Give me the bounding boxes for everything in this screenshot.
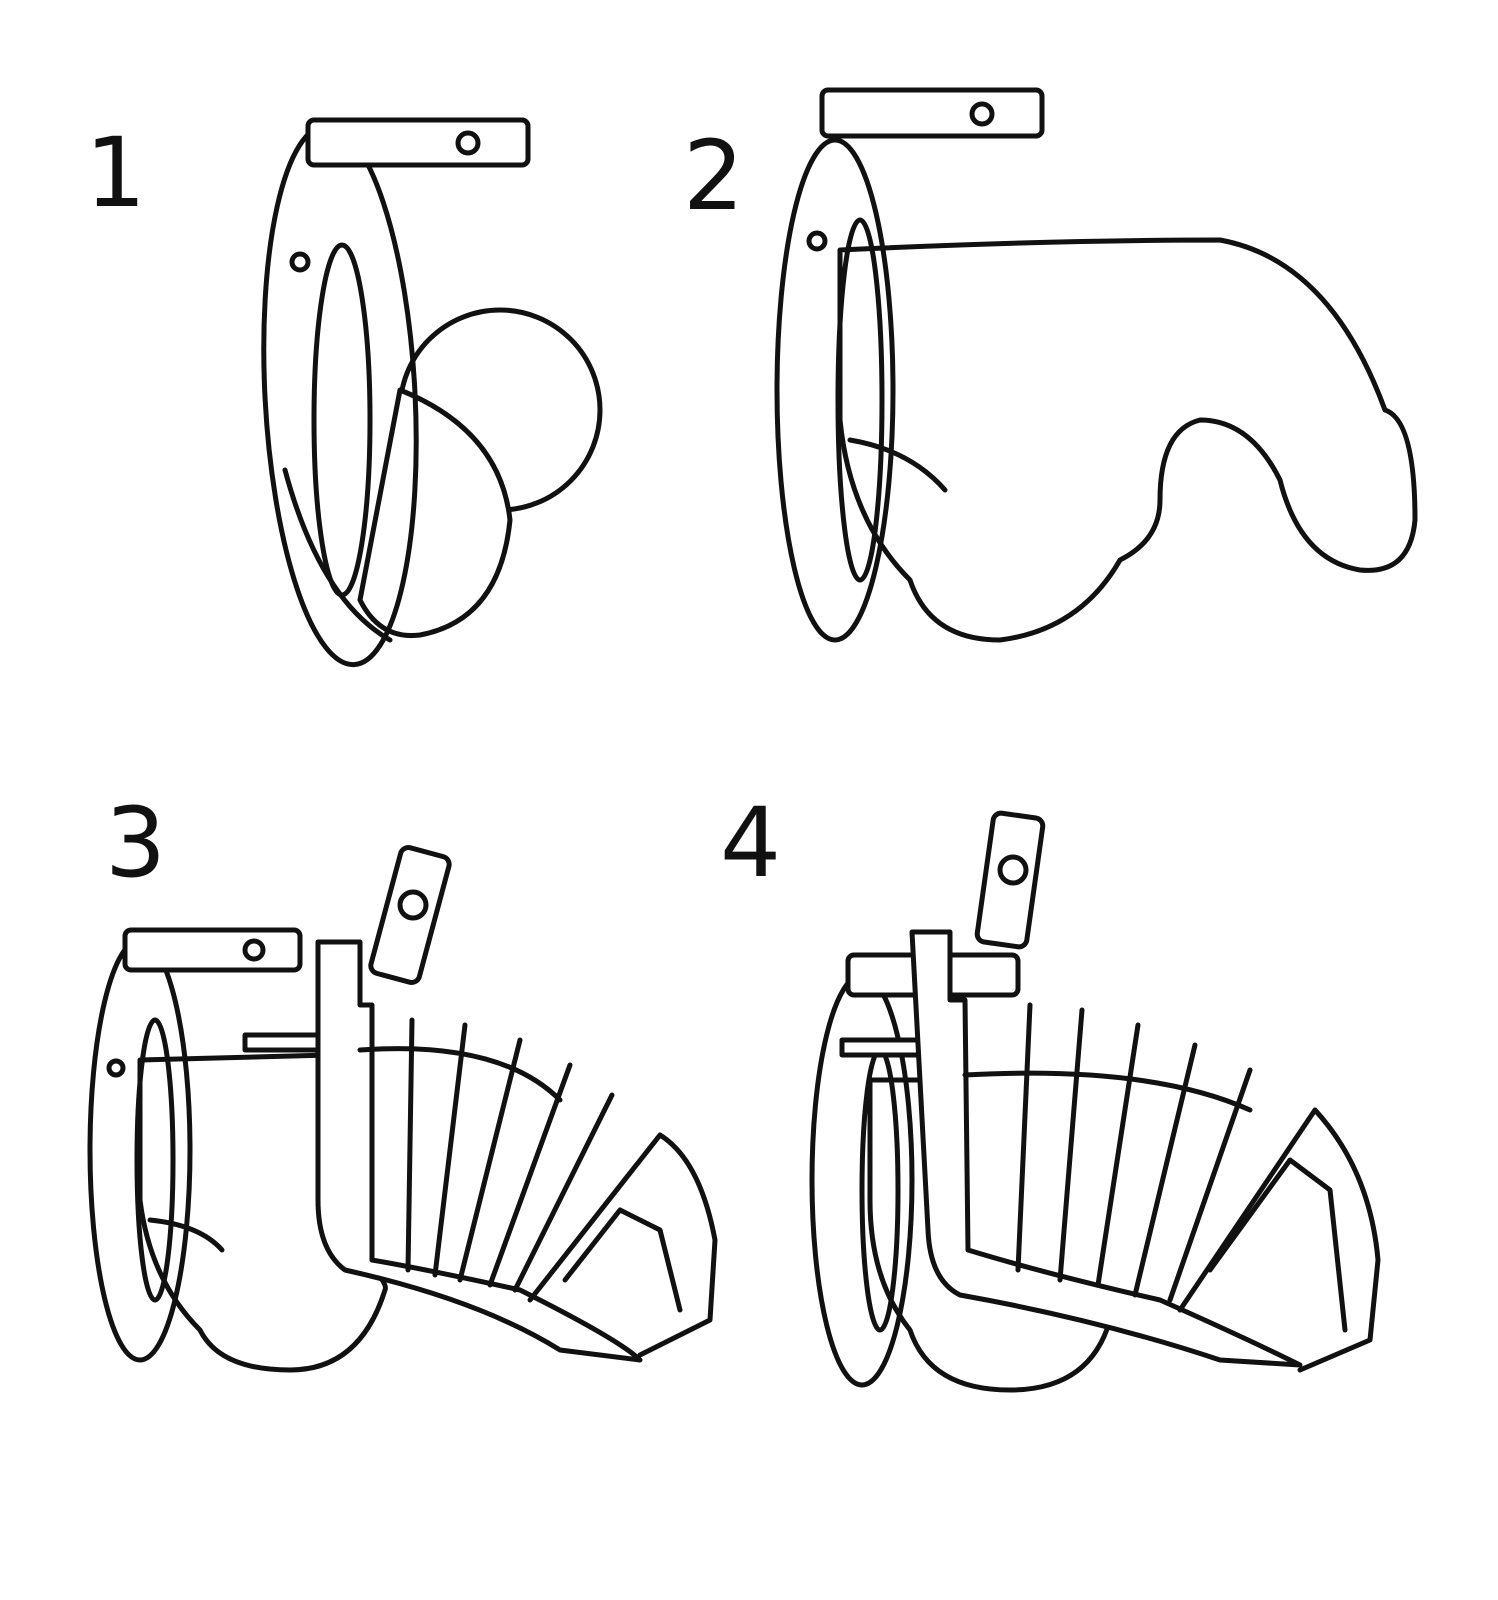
cage-bar — [1015, 1002, 1033, 1273]
step-1-ring-edge — [282, 467, 393, 643]
step-4-cage-top-curve — [962, 1070, 1253, 1113]
step-4-padlock — [974, 810, 1046, 950]
step-2-ring-hole — [806, 230, 828, 252]
cage-bar — [457, 1037, 523, 1283]
step-number-2: 2 — [683, 120, 745, 232]
step-1-illustration — [261, 117, 603, 668]
cage-bar — [405, 1017, 415, 1273]
step-3-padlock — [368, 845, 452, 985]
step-3-ring-hole — [106, 1058, 126, 1078]
cage-bar — [1057, 1007, 1085, 1283]
step-2-lock-bar — [819, 87, 1045, 139]
step-2-base-ring — [774, 137, 896, 643]
cage-bar — [432, 1022, 468, 1278]
step-2-detail-line — [847, 437, 948, 493]
step-3-keyhole-icon — [397, 889, 429, 921]
cage-bar — [487, 1062, 573, 1288]
step-3-cage-top-curve — [357, 1046, 563, 1103]
step-2-body-shape — [837, 237, 1418, 643]
step-4-illustration — [809, 810, 1381, 1393]
step-4-keyhole-icon — [997, 854, 1029, 886]
step-3-cage-tip-inner — [562, 1207, 683, 1313]
step-number-4: 4 — [720, 787, 782, 899]
step-1-bar-hole — [455, 130, 481, 156]
step-2-bar-hole — [969, 101, 995, 127]
step-2-ring-inner — [835, 217, 885, 583]
step-1-ring-inner — [311, 242, 373, 598]
step-3-bar-hole — [242, 938, 266, 962]
step-3-ring-inner — [134, 1017, 176, 1303]
step-4-cage-tip-inner — [1207, 1157, 1348, 1333]
step-4-cage-bars — [1015, 1002, 1253, 1303]
cage-bar — [512, 1092, 615, 1293]
step-4-cage-base — [909, 929, 1303, 1368]
step-number-3: 3 — [105, 787, 167, 899]
step-1-lock-bar — [305, 117, 531, 168]
step-3-cage-base — [315, 939, 643, 1363]
step-3-lock-bar — [122, 927, 303, 973]
step-1-ring-hole — [289, 251, 311, 273]
step-4-cage-tip — [1177, 1107, 1381, 1373]
step-1-lower-shape — [357, 387, 513, 639]
cage-bar — [1132, 1042, 1198, 1298]
step-3-illustration — [87, 845, 718, 1373]
step-3-detail-line — [147, 1217, 225, 1253]
cage-bar — [1095, 1022, 1141, 1288]
step-3-cage-bars — [405, 1017, 615, 1293]
step-3-cage-tip — [527, 1132, 718, 1358]
cage-bar — [1167, 1067, 1253, 1303]
step-2-illustration — [774, 87, 1418, 643]
step-number-1: 1 — [85, 117, 147, 229]
